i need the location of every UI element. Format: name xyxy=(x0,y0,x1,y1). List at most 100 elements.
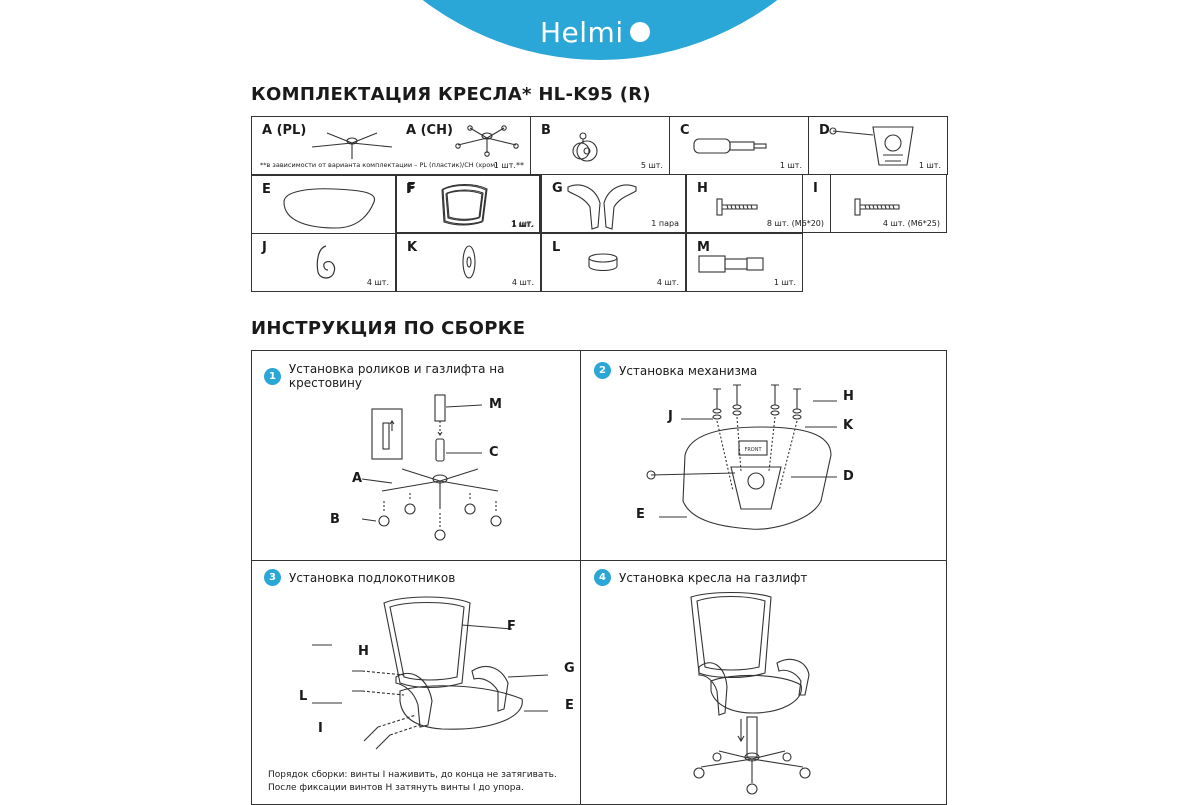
callout-label: F xyxy=(507,619,516,634)
part-cell-h: H 8 шт. (M6*20) xyxy=(686,174,831,233)
callout-label: H xyxy=(843,389,854,404)
step-number: 4 xyxy=(594,569,611,586)
part-label: J xyxy=(262,240,267,255)
screw-h-icon xyxy=(716,198,758,216)
step-panel-3: 3 Установка подлокотников F G E H L I По… xyxy=(251,560,581,805)
step-text: Установка механизма xyxy=(619,363,758,378)
assembly-title: ИНСТРУКЦИЯ ПО СБОРКЕ xyxy=(251,318,526,339)
part-qty: 1 шт. xyxy=(510,220,533,229)
part-qty: 4 шт. xyxy=(366,278,389,287)
step-number: 3 xyxy=(264,569,281,586)
base-plastic-icon xyxy=(311,132,393,159)
part-qty: 5 шт. xyxy=(640,161,663,170)
part-label: L xyxy=(552,240,561,255)
part-cell-j: J 4 шт. xyxy=(251,233,396,292)
callout-label: J xyxy=(668,409,673,424)
extension-tube-icon xyxy=(698,255,764,273)
callout-label: H xyxy=(358,644,369,659)
step-heading: 2 Установка механизма xyxy=(594,362,757,379)
flat-washer-icon xyxy=(462,245,476,279)
callout-label: D xyxy=(843,469,854,484)
callout-label: C xyxy=(489,445,499,460)
part-label: C xyxy=(679,123,690,138)
step2-illustration: FRONT xyxy=(646,384,837,530)
callout-label: G xyxy=(564,661,575,676)
step-text: Установка роликов и газлифта на крестови… xyxy=(288,362,505,390)
part-note: **в зависимости от варианта комплектации… xyxy=(260,161,498,169)
part-label: B xyxy=(540,123,551,138)
callout-label: E xyxy=(636,507,645,522)
part-cell-f: F 1 шт. xyxy=(396,174,541,233)
callout-label: L xyxy=(299,689,308,704)
callout-label: M xyxy=(489,397,502,412)
part-qty: 1 шт. xyxy=(773,278,796,287)
callout-label: E xyxy=(565,698,574,713)
callout-label: K xyxy=(843,418,854,433)
part-label: I xyxy=(813,181,818,196)
base-chrome-icon xyxy=(455,125,519,157)
part-qty: 1 пара xyxy=(651,219,679,228)
spring-washer-icon xyxy=(316,245,336,279)
assembly-note-line: Порядок сборки: винты I наживить, до кон… xyxy=(268,770,557,780)
assembly-note: Порядок сборки: винты I наживить, до кон… xyxy=(268,769,557,795)
part-cell-b: B 5 шт. xyxy=(529,116,670,175)
screw-i-icon xyxy=(854,198,900,216)
part-qty: 4 шт. xyxy=(511,278,534,287)
step-panel-2: 2 Установка механизма FRONT H J K D E xyxy=(580,350,947,561)
front-label: FRONT xyxy=(744,447,762,453)
part-qty: 1 шт. xyxy=(918,161,941,170)
part-qty: 4 шт. xyxy=(656,278,679,287)
step-number: 1 xyxy=(264,367,281,385)
armrests-icon xyxy=(567,184,637,230)
part-label: A (CH) xyxy=(406,123,453,138)
brand-logo: Helmi xyxy=(540,14,650,50)
part-cell-k: K 4 шт. xyxy=(396,233,541,292)
part-label: M xyxy=(697,240,710,255)
step-heading: 1 Установка роликов и газлифта на кресто… xyxy=(264,362,580,390)
step-heading: 4 Установка кресла на газлифт xyxy=(594,569,807,586)
part-cell-i: I 4 шт. (M6*25) xyxy=(802,174,947,233)
part-label: K xyxy=(407,240,418,255)
step-text: Установка подлокотников xyxy=(289,570,456,585)
step-panel-1: 1 Установка роликов и газлифта на кресто… xyxy=(251,350,581,561)
mechanism-icon xyxy=(829,126,914,166)
part-label: F xyxy=(406,182,415,197)
part-qty: 1 шт.** xyxy=(493,161,524,170)
part-qty: 1 шт. xyxy=(511,219,534,228)
step-number: 2 xyxy=(594,362,611,379)
backrest-icon xyxy=(441,184,487,226)
part-label: D xyxy=(818,123,830,138)
parts-row: A (PL) A (CH) **в зависимости от вариант… xyxy=(251,116,948,175)
part-cell-m: M 1 шт. xyxy=(686,233,803,292)
part-qty: 4 шт. (M6*25) xyxy=(882,219,940,228)
part-qty: 1 шт. xyxy=(779,161,802,170)
part-label: H xyxy=(697,181,708,196)
part-label: G xyxy=(552,181,563,196)
step-heading: 3 Установка подлокотников xyxy=(264,569,455,586)
part-cell-g: G 1 пара xyxy=(541,174,686,233)
assembly-note-line: После фиксации винтов H затянуть винты I… xyxy=(268,783,524,793)
cap-icon xyxy=(588,253,618,272)
backrest-icon xyxy=(442,183,488,225)
step-panel-4: 4 Установка кресла на газлифт xyxy=(580,560,947,805)
step1-illustration xyxy=(362,394,502,541)
logo-text: Helmi xyxy=(540,15,624,49)
callout-label: A xyxy=(352,471,363,486)
part-cell-d: D 1 шт. xyxy=(807,116,948,175)
part-qty: 1 шт. xyxy=(511,220,534,229)
part-cell-c: C 1 шт. xyxy=(668,116,809,175)
kit-title: КОМПЛЕКТАЦИЯ КРЕСЛА* HL-K95 (R) xyxy=(251,84,651,105)
seat-icon xyxy=(283,188,376,229)
callout-label: I xyxy=(318,721,323,736)
caster-icon xyxy=(572,132,598,162)
part-cell-a: A (PL) A (CH) **в зависимости от вариант… xyxy=(251,116,531,175)
gas-lift-icon xyxy=(693,138,767,154)
callout-label: B xyxy=(330,512,340,527)
step3-illustration xyxy=(312,596,549,750)
part-label: F xyxy=(407,181,416,196)
part-label: E xyxy=(262,182,271,197)
logo-dot-icon xyxy=(629,22,650,42)
part-cell-l: L 4 шт. xyxy=(541,233,686,292)
step4-illustration xyxy=(690,591,811,795)
step-text: Установка кресла на газлифт xyxy=(619,570,808,585)
